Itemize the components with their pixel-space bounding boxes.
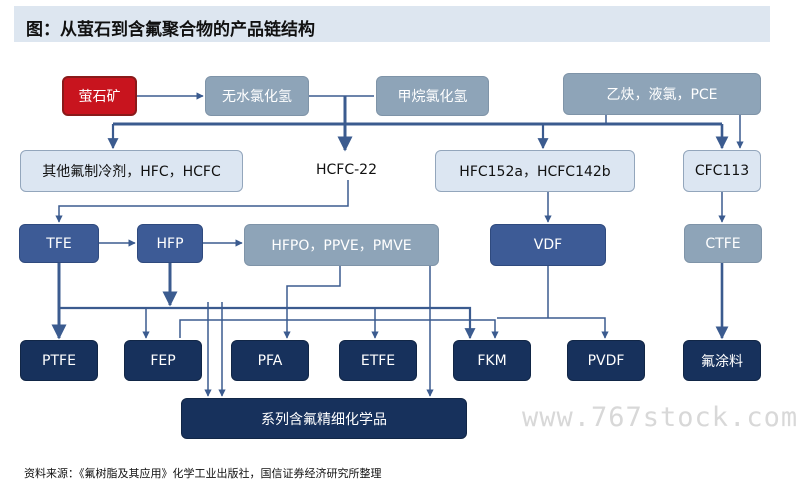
node-fkm: FKM — [453, 340, 531, 381]
node-hfpo-ppve-pmve: HFPO，PPVE，PMVE — [244, 224, 439, 266]
source-note: 资料来源：《氟树脂及其应用》化学工业出版社，国信证券经济研究所整理 — [24, 467, 382, 480]
node-acetylene-chlorine-pce: 乙炔，液氯，PCE — [563, 73, 761, 115]
node-tfe: TFE — [19, 224, 99, 263]
node-cfc113: CFC113 — [683, 150, 761, 192]
node-pvdf: PVDF — [567, 340, 645, 381]
node-hfc152a-hcfc142b: HFC152a，HCFC142b — [435, 150, 635, 192]
node-fine-chemicals: 系列含氟精细化学品 — [181, 398, 467, 439]
node-fluoro-coating: 氟涂料 — [683, 340, 761, 381]
node-vdf: VDF — [490, 224, 606, 266]
watermark: www.767stock.com — [522, 402, 799, 433]
node-fep: FEP — [124, 340, 202, 381]
node-methane-chloride: 甲烷氯化氢 — [376, 76, 489, 116]
node-fluorite: 萤石矿 — [62, 76, 137, 116]
node-ctfe: CTFE — [684, 224, 762, 263]
node-pfa: PFA — [231, 340, 309, 381]
node-ptfe: PTFE — [20, 340, 98, 381]
node-other-refrigerants: 其他氟制冷剂，HFC，HCFC — [20, 150, 243, 192]
node-anhydrous-hf: 无水氯化氢 — [205, 76, 309, 116]
node-etfe: ETFE — [339, 340, 417, 381]
node-hfp: HFP — [137, 224, 203, 263]
title-bar — [14, 6, 770, 42]
node-hcfc22: HCFC-22 — [316, 162, 377, 178]
page-title: 图：从萤石到含氟聚合物的产品链结构 — [26, 20, 315, 40]
